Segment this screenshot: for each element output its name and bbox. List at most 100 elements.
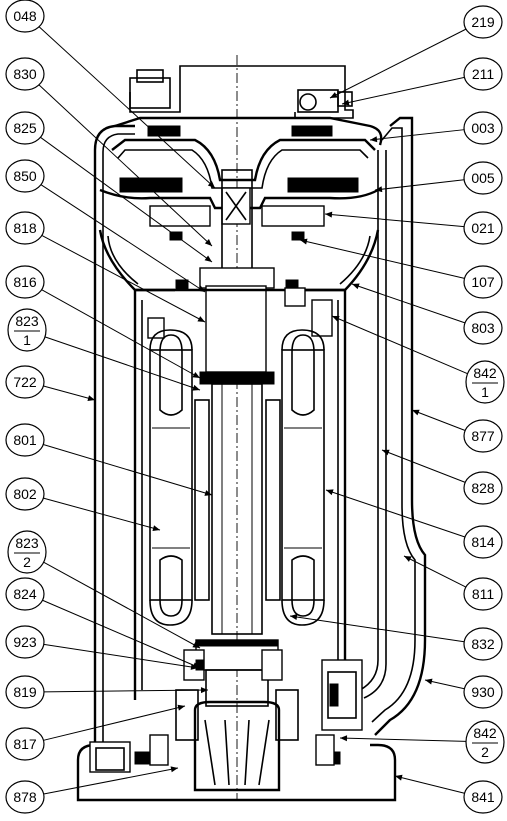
leader-line <box>411 409 466 431</box>
callout-number: 816 <box>13 274 37 290</box>
callout-824: 824 <box>5 577 201 669</box>
stator <box>149 329 325 626</box>
callout-bubble <box>463 419 503 453</box>
callout-817: 817 <box>5 704 186 761</box>
callout-number: 219 <box>471 14 495 30</box>
callout-number: 003 <box>471 120 495 136</box>
leader-arrow <box>325 211 333 218</box>
callout-bubble <box>5 477 45 511</box>
leader-line <box>351 283 466 324</box>
leader-line <box>38 26 216 189</box>
callout-bubble <box>463 627 503 661</box>
callout-818: 818 <box>5 211 206 323</box>
leader-arrow <box>192 371 200 378</box>
callout-number: 803 <box>471 320 495 336</box>
leader-line <box>40 184 206 293</box>
leader-line <box>38 84 213 247</box>
leader-line <box>329 28 467 99</box>
leader-arrow <box>192 642 200 648</box>
leader-arrow <box>404 556 412 562</box>
leader-line <box>369 129 465 141</box>
callout-number: 923 <box>13 634 37 650</box>
callout-bubble <box>463 675 503 709</box>
callout-830: 830 <box>5 57 213 247</box>
callout-bubble <box>5 675 45 709</box>
callout-923: 923 <box>5 625 199 670</box>
callout-number: 930 <box>471 684 495 700</box>
leader-arrow <box>352 283 360 290</box>
callout-bubble <box>5 265 45 299</box>
leader-arrow <box>207 181 215 188</box>
callout-211: 211 <box>341 57 503 106</box>
callout-number: 842 <box>473 725 497 741</box>
callout-number: 811 <box>472 586 495 602</box>
leader-line <box>331 315 468 375</box>
leader-line <box>41 234 206 323</box>
callout-number: 830 <box>13 66 37 82</box>
callout-048: 048 <box>5 0 216 189</box>
callout-number: 802 <box>13 486 37 502</box>
seal-chamber <box>98 138 380 292</box>
lower-bearing <box>175 649 299 741</box>
leader-arrow <box>192 384 200 391</box>
callout-bubble <box>5 111 45 145</box>
leader-line <box>41 289 201 379</box>
leader-line <box>341 76 465 105</box>
motor-housing <box>133 287 347 700</box>
callout-number: 823 <box>15 535 39 551</box>
leader-line <box>381 449 466 483</box>
callout-bubble <box>7 308 47 352</box>
callout-bubble <box>463 525 503 559</box>
callout-bubble <box>463 471 503 505</box>
callout-sub-number: 2 <box>481 744 489 760</box>
leader-arrow <box>204 239 212 246</box>
callout-number: 005 <box>471 170 495 186</box>
leader-line <box>40 136 213 263</box>
callout-816: 816 <box>5 265 201 379</box>
callout-832: 832 <box>289 614 503 661</box>
callout-number: 817 <box>13 736 37 752</box>
callout-bubble <box>463 780 503 814</box>
callout-number: 048 <box>13 8 37 24</box>
callout-number: 823 <box>15 313 39 329</box>
callout-003: 003 <box>369 111 503 145</box>
callout-bubble <box>465 360 505 404</box>
leader-arrow <box>152 525 160 532</box>
callout-bubble <box>463 161 503 195</box>
outer-jacket <box>93 116 427 770</box>
callout-number: 832 <box>471 636 495 652</box>
callout-bubble <box>465 720 505 764</box>
leader-arrow <box>395 774 403 781</box>
leader-line <box>43 561 201 649</box>
callout-number: 824 <box>13 586 37 602</box>
leader-line <box>43 444 213 496</box>
leader-arrow <box>204 490 212 496</box>
leader-arrow <box>190 663 198 670</box>
leader-line <box>324 213 465 228</box>
callout-bubble <box>5 159 45 193</box>
callout-number: 878 <box>13 789 37 805</box>
leader-arrow <box>370 136 378 143</box>
callout-801: 801 <box>5 423 213 496</box>
callout-bubble <box>463 265 503 299</box>
callout-bubble <box>7 530 47 574</box>
callout-219: 219 <box>329 5 503 99</box>
callout-bubble <box>5 727 45 761</box>
leader-arrow <box>170 766 178 773</box>
callout-021: 021 <box>324 211 503 245</box>
leader-arrow <box>340 735 348 742</box>
top-cover <box>114 65 383 146</box>
callout-bubble <box>463 211 503 245</box>
callout-803: 803 <box>351 283 503 345</box>
leader-line <box>394 775 465 794</box>
callout-850: 850 <box>5 159 206 293</box>
callout-number: 841 <box>471 789 495 805</box>
leader-line <box>339 737 467 742</box>
leader-line <box>374 179 465 191</box>
callout-bubble <box>463 311 503 345</box>
leader-arrow <box>382 449 390 456</box>
callout-819: 819 <box>5 675 209 709</box>
leader-line <box>42 599 201 669</box>
